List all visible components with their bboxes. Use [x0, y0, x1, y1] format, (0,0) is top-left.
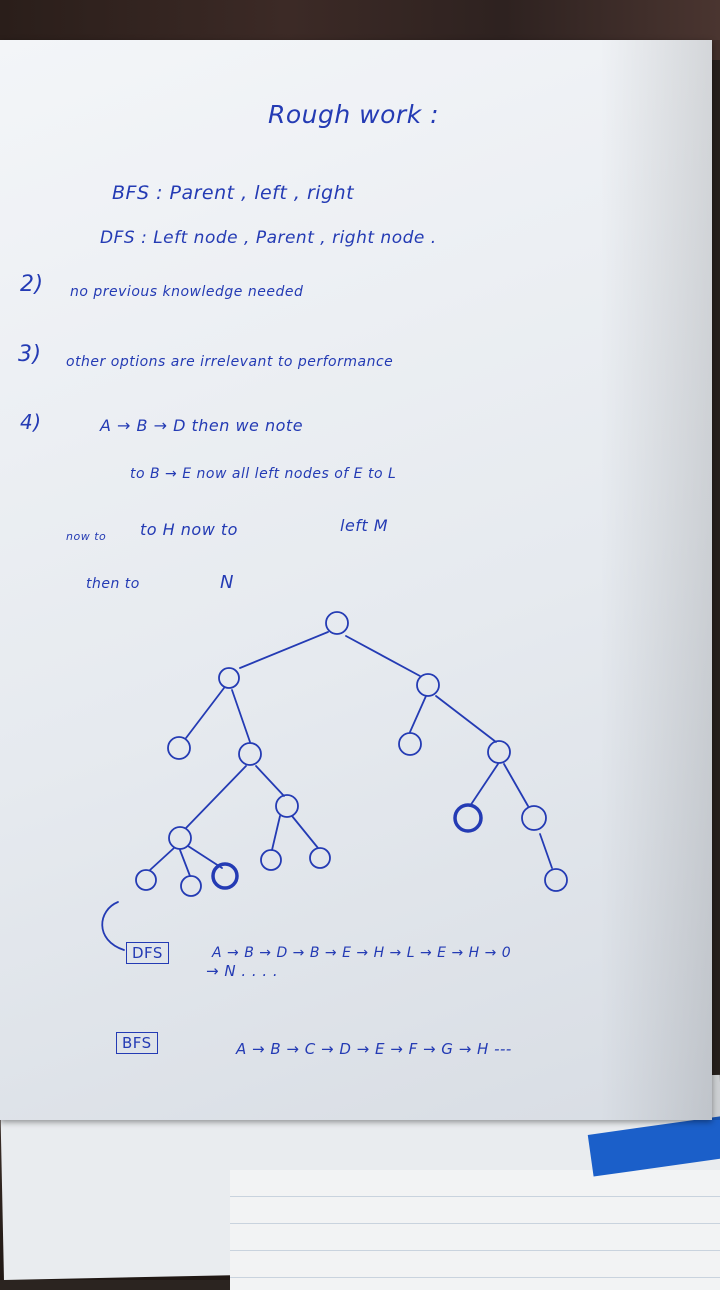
node-g	[416, 673, 440, 697]
node-b	[218, 667, 240, 689]
lined-notebook-page	[230, 1170, 720, 1290]
edge-g-j	[435, 695, 497, 743]
page-title: Rough work :	[268, 100, 440, 129]
item-4-line-4b: N	[220, 572, 234, 593]
paper-shadow	[600, 40, 720, 1120]
node-o	[260, 849, 282, 871]
item-4-number: 4)	[20, 410, 42, 434]
edge-k-s	[539, 833, 553, 869]
edge-e-i	[255, 765, 285, 797]
node-h	[168, 826, 192, 850]
node-n	[211, 862, 239, 890]
dfs-sequence-continued: → N . . . .	[206, 962, 279, 980]
item-4-line-2: to B → E now all left nodes of E to L	[130, 466, 397, 482]
node-k	[521, 805, 547, 831]
node-m	[180, 875, 202, 897]
item-3-number: 3)	[18, 342, 42, 367]
node-s	[544, 868, 568, 892]
edge-g-f	[409, 695, 427, 733]
edge-b-e	[231, 689, 251, 743]
node-d	[167, 736, 191, 760]
edge-h-m	[179, 849, 191, 877]
node-p	[309, 847, 331, 869]
bfs-definition: BFS : Parent , left , right	[112, 182, 355, 204]
dfs-label: DFS	[126, 942, 169, 964]
dfs-definition: DFS : Left node , Parent , right node .	[100, 228, 437, 248]
dfs-sequence: A → B → D → B → E → H → L → E → H → 0	[212, 945, 512, 961]
edge-h-n	[187, 845, 223, 869]
item-4-line-3a: now to	[66, 530, 107, 543]
edge-a-g	[345, 635, 421, 677]
edge-j-q	[469, 763, 499, 807]
bfs-label: BFS	[116, 1032, 158, 1054]
edge-a-b	[239, 631, 329, 669]
node-l	[135, 869, 157, 891]
edge-b-d	[185, 687, 225, 739]
item-4-line-3b: to H now to	[140, 520, 238, 539]
edge-h-l	[149, 847, 175, 871]
arrow-to-dfs	[101, 901, 125, 951]
item-3-text: other options are irrelevant to performa…	[66, 354, 394, 370]
edge-j-k	[503, 763, 529, 807]
edge-e-h	[185, 765, 247, 829]
node-a	[325, 611, 349, 635]
paper-sheet	[0, 40, 712, 1120]
edge-i-p	[291, 815, 319, 849]
bfs-sequence: A → B → C → D → E → F → G → H ---	[236, 1040, 512, 1058]
item-4-line-1: A → B → D then we note	[100, 416, 304, 435]
node-q	[453, 803, 483, 833]
node-j	[487, 740, 511, 764]
edge-i-o	[271, 815, 281, 851]
node-e	[238, 742, 262, 766]
item-2-number: 2)	[20, 272, 44, 297]
node-f	[398, 732, 422, 756]
item-4-line-3c: left M	[340, 516, 389, 535]
item-4-line-4a: then to	[86, 576, 140, 592]
item-2-text: no previous knowledge needed	[70, 284, 304, 300]
node-i	[275, 794, 299, 818]
